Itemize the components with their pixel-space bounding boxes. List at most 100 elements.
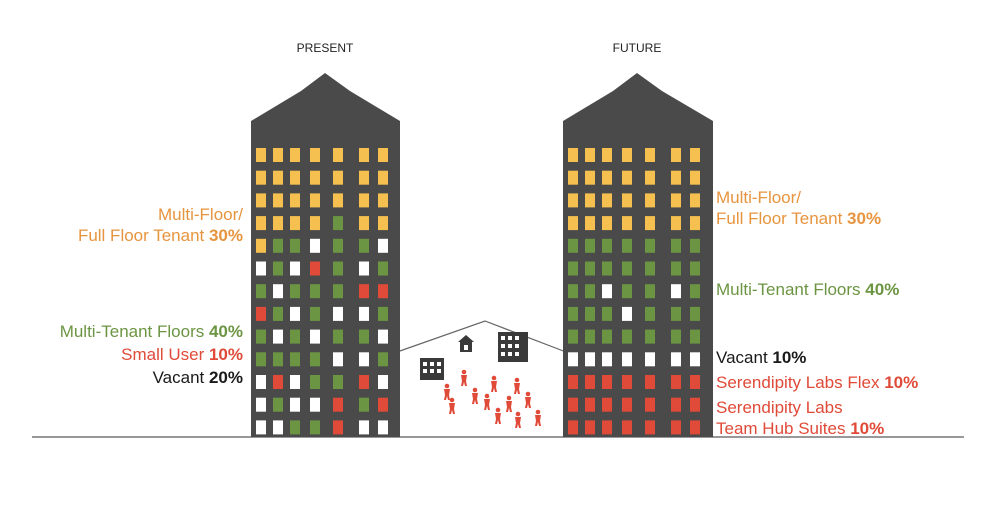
present-label-text: Multi-Floor/ [157, 205, 243, 224]
future-window [671, 193, 681, 208]
future-window [671, 375, 681, 389]
present-window [359, 329, 369, 344]
present-window [333, 420, 343, 435]
future-window [690, 397, 700, 412]
future-window [602, 329, 612, 344]
present-window [359, 397, 369, 412]
future-window [585, 306, 595, 321]
future-window [568, 306, 578, 321]
present-window [310, 238, 320, 253]
present-window [256, 329, 266, 344]
present-window [310, 306, 320, 321]
present-window [310, 375, 320, 389]
present-window [256, 375, 266, 389]
future-label-text: Team Hub Suites [716, 419, 851, 438]
present-window [378, 170, 388, 185]
future-window [645, 284, 655, 299]
present-heading: PRESENT [297, 41, 354, 55]
person-icon [506, 395, 512, 412]
present-window [359, 375, 369, 389]
person-icon [461, 369, 467, 386]
present-window [310, 193, 320, 208]
future-window [671, 306, 681, 321]
future-window [602, 397, 612, 412]
small-office-icon [420, 358, 444, 380]
future-label-text: Serendipity Labs Flex [716, 373, 885, 392]
present-window [256, 261, 266, 276]
present-window [333, 261, 343, 276]
future-window [585, 284, 595, 299]
present-window [333, 148, 343, 162]
future-label-percent: 10% [850, 419, 885, 438]
future-window [622, 238, 632, 253]
person-icon [444, 383, 450, 400]
future-window [645, 375, 655, 389]
present-window [290, 375, 300, 389]
present-window [290, 170, 300, 185]
present-window [256, 148, 266, 162]
present-window [310, 397, 320, 412]
future-window [671, 329, 681, 344]
present-label: Multi-Floor/Full Floor Tenant 30% [78, 204, 243, 246]
future-label-percent: 30% [847, 209, 882, 228]
future-label-percent: 40% [865, 280, 900, 299]
present-window [273, 193, 283, 208]
present-window [378, 284, 388, 299]
future-window [568, 261, 578, 276]
present-window [256, 284, 266, 299]
present-window [378, 329, 388, 344]
future-window [671, 352, 681, 367]
future-window [690, 375, 700, 389]
present-window [290, 193, 300, 208]
future-window [585, 375, 595, 389]
present-window [273, 329, 283, 344]
future-window [585, 329, 595, 344]
future-window [602, 284, 612, 299]
present-window [290, 329, 300, 344]
present-window [273, 420, 283, 435]
present-window [290, 261, 300, 276]
future-window [585, 170, 595, 185]
future-window [602, 420, 612, 435]
present-label-line: Small User 10% [121, 344, 243, 365]
present-window [378, 352, 388, 367]
future-window [568, 284, 578, 299]
present-label: Small User 10% [121, 344, 243, 365]
person-icon [484, 393, 490, 410]
future-window [690, 216, 700, 231]
future-window [585, 193, 595, 208]
future-window [690, 193, 700, 208]
present-window [273, 261, 283, 276]
present-window [378, 420, 388, 435]
present-window [359, 284, 369, 299]
present-window [273, 306, 283, 321]
future-window [585, 216, 595, 231]
future-label-line: Full Floor Tenant 30% [716, 208, 881, 229]
present-window [333, 306, 343, 321]
present-window [359, 306, 369, 321]
future-window [645, 216, 655, 231]
future-window [622, 284, 632, 299]
future-window [602, 216, 612, 231]
future-window [585, 352, 595, 367]
person-icon [514, 377, 520, 394]
future-window [568, 238, 578, 253]
future-label-line: Serendipity Labs [716, 397, 884, 418]
present-label-text: Full Floor Tenant [77, 226, 209, 245]
future-window [622, 329, 632, 344]
present-window [333, 375, 343, 389]
present-window [273, 375, 283, 389]
present-window [256, 420, 266, 435]
present-window [256, 238, 266, 253]
present-window [310, 216, 320, 231]
future-window [622, 170, 632, 185]
present-building-roof [251, 73, 400, 437]
present-window [333, 397, 343, 412]
present-window [378, 261, 388, 276]
present-label: Multi-Tenant Floors 40% [60, 321, 243, 342]
future-label-text: Vacant [716, 348, 773, 367]
house-icon [458, 335, 474, 352]
present-label-text: Multi-Tenant Floors [59, 322, 209, 341]
future-window [568, 216, 578, 231]
